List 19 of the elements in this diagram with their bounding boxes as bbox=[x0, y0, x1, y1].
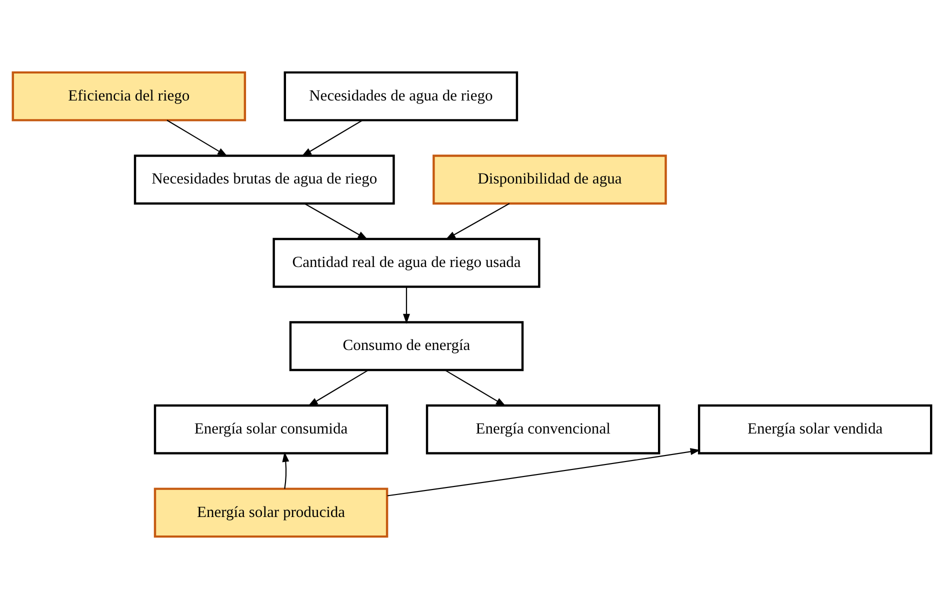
node-box: Necesidades de agua de riego bbox=[284, 71, 518, 122]
arrow bbox=[444, 370, 506, 406]
node-box: Energía solar producida bbox=[154, 488, 388, 538]
arrow bbox=[166, 120, 228, 156]
node-box: Energía convencional bbox=[426, 404, 660, 454]
arrow bbox=[304, 203, 368, 240]
node-box: Necesidades brutas de agua de riego bbox=[134, 154, 395, 205]
arrow bbox=[308, 370, 369, 406]
node-box: Disponibilidad de agua bbox=[432, 154, 667, 205]
node-box: Energía solar vendida bbox=[698, 404, 932, 454]
arrow bbox=[387, 448, 700, 496]
arrow bbox=[302, 120, 363, 156]
arrow bbox=[446, 203, 510, 240]
node-box: Energía solar consumida bbox=[154, 404, 388, 454]
node-box: Consumo de energía bbox=[289, 321, 524, 372]
arrow bbox=[282, 452, 290, 489]
node-box: Cantidad real de agua de riego usada bbox=[272, 238, 540, 288]
node-box: Eficiencia del riego bbox=[12, 71, 246, 122]
arrow bbox=[402, 286, 410, 324]
